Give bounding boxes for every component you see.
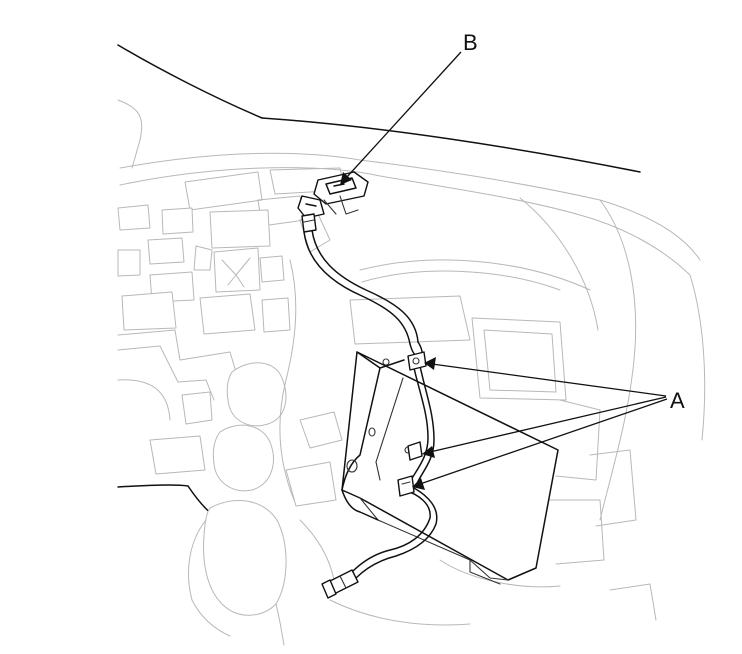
leader-b — [340, 51, 462, 185]
dashboard-background — [117, 99, 706, 646]
callout-a-label: A — [670, 388, 685, 413]
cable-clip-lower — [397, 475, 415, 497]
antenna-unit — [297, 171, 369, 233]
antenna-bracket — [341, 351, 559, 585]
leader-a-middle — [422, 396, 667, 458]
leader-a-lower — [412, 398, 668, 490]
callout-b-label: B — [463, 30, 478, 55]
cable-clips — [397, 351, 427, 497]
cable-clip-upper — [407, 351, 427, 371]
windshield-outline — [117, 44, 641, 517]
leader-a-upper — [424, 357, 667, 397]
leader-lines — [340, 51, 668, 490]
cable-clip-middle — [407, 441, 423, 461]
